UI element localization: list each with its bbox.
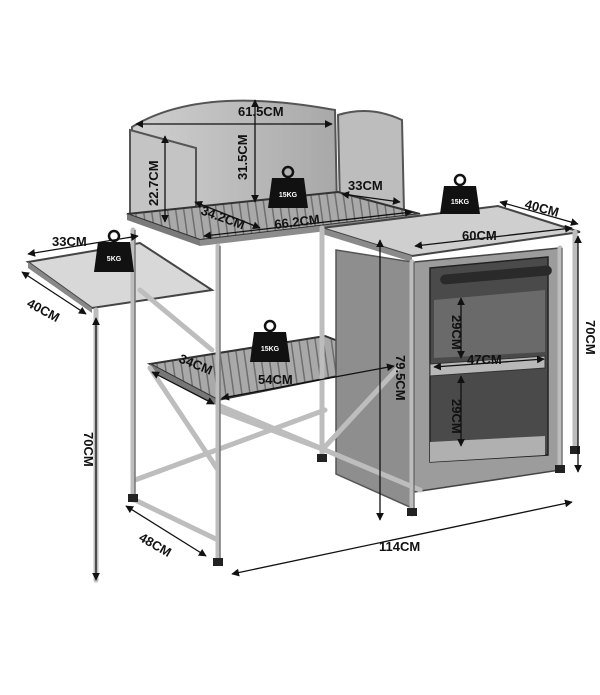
dim-line-cabinet-depth <box>499 200 579 226</box>
weight-badge-main-top: 15KG <box>268 165 308 208</box>
weight-ring-icon <box>263 319 277 333</box>
label-compartment-bottom: 29CM <box>449 399 464 434</box>
dim-line-compartment-width <box>433 355 545 371</box>
label-compartment-top: 29CM <box>449 315 464 350</box>
windscreen-right-panel <box>336 110 406 214</box>
label-total-height-cabinet: 79.5CM <box>393 355 408 401</box>
dim-line-shelf-width <box>221 363 395 401</box>
label-total-length: 114CM <box>379 539 420 554</box>
weight-badge-shelf: 15KG <box>250 319 290 362</box>
weight-ring-icon <box>281 165 295 179</box>
label-side-panel-width: 33CM <box>348 178 383 193</box>
label-cabinet-height: 70CM <box>583 320 598 355</box>
label-windscreen-height: 31.5CM <box>235 134 250 180</box>
main-table-top-edge <box>127 214 200 246</box>
label-main-top-width: 66.2CM <box>274 212 321 232</box>
label-windscreen-width: 61.5CM <box>238 104 284 119</box>
label-compartment-width: 47CM <box>467 352 502 367</box>
label-shelf-width: 54CM <box>258 372 293 387</box>
weight-label: 15KG <box>261 346 280 353</box>
weight-label: 15KG <box>451 199 470 206</box>
dim-line-cabinet-width <box>414 224 573 250</box>
label-frame-depth: 48CM <box>137 530 175 560</box>
dim-line-frame-depth <box>125 505 207 557</box>
dim-line-shelf-depth <box>151 371 215 405</box>
dim-line-side-table-width <box>27 233 139 257</box>
weight-ring-icon <box>453 173 467 187</box>
weight-badge-cabinet-top: 15KG <box>440 173 480 214</box>
weight-label: 5KG <box>107 256 122 263</box>
dim-line-side-panel-width <box>341 191 401 205</box>
label-side-table-width: 33CM <box>52 234 87 249</box>
label-cabinet-width: 60CM <box>462 228 497 243</box>
label-table-height: 70CM <box>81 432 96 467</box>
dim-line-side-table-depth <box>21 271 87 315</box>
label-side-panel-height: 22.7CM <box>146 160 161 206</box>
weight-label: 15KG <box>279 192 298 199</box>
dim-line-main-top-width <box>203 208 413 240</box>
weight-icon <box>440 186 480 214</box>
dim-line-total-length <box>231 499 573 577</box>
frame-shading <box>134 230 563 562</box>
weight-icon <box>268 178 308 208</box>
weight-icon <box>250 332 290 362</box>
cabinet-rolled-door <box>440 265 552 285</box>
dimension-lines <box>21 99 582 581</box>
camping-kitchen-table <box>25 99 581 583</box>
label-side-table-depth: 40CM <box>25 295 63 325</box>
